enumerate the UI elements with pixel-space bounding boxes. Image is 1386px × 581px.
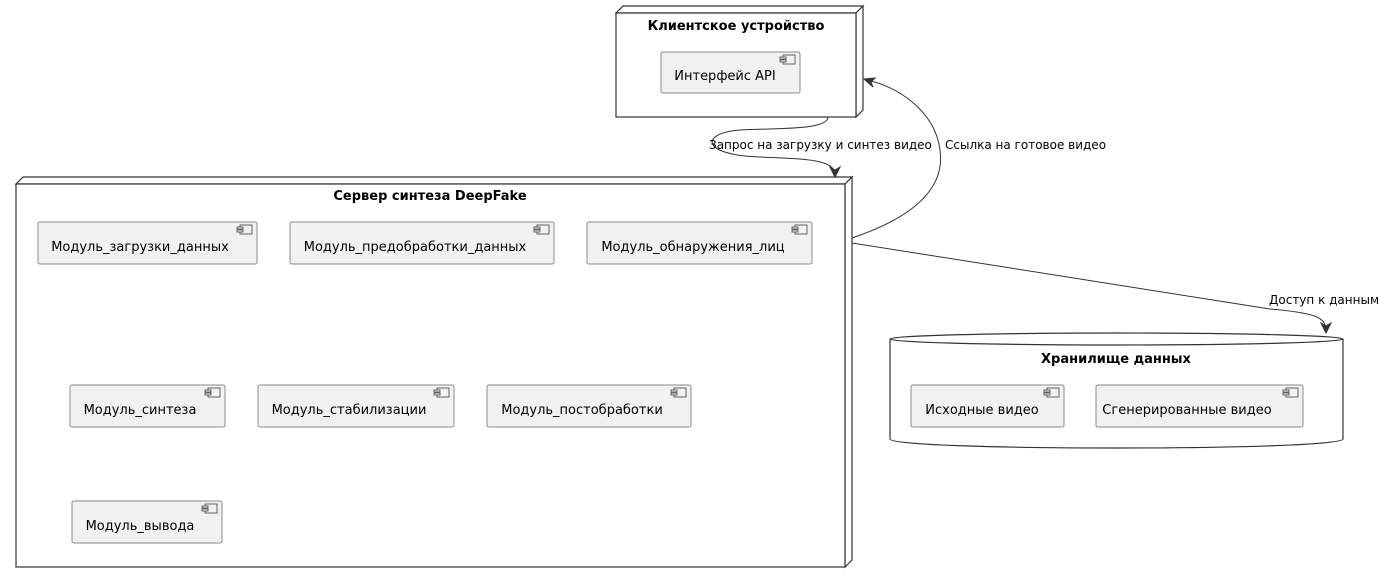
edge-request[interactable]: Запрос на загрузку и синтез видео	[709, 116, 932, 179]
storage-top	[889, 332, 1344, 346]
arrowhead	[862, 77, 877, 88]
component-label: Сгенерированные видео	[1102, 403, 1271, 418]
component-icon	[670, 387, 687, 398]
component-label: Модуль_синтеза	[84, 403, 197, 418]
component-icon	[1282, 387, 1299, 398]
data-storage: Хранилище данных Исходные видео Сгенерир…	[889, 332, 1344, 449]
arrowhead	[1319, 321, 1333, 335]
component-data-loading-module[interactable]: Модуль_загрузки_данных	[37, 221, 258, 265]
edge-label-link: Ссылка на готовое видео	[945, 138, 1106, 152]
client-node-title: Клиентское устройство	[648, 19, 825, 34]
component-label: Модуль_предобработки_данных	[304, 240, 527, 255]
arrowhead	[828, 165, 842, 179]
component-icon	[779, 54, 796, 65]
server-node: Сервер синтеза DeepFake Модуль_загрузки_…	[14, 175, 854, 569]
edge-label-data-access: Доступ к данным	[1269, 293, 1379, 307]
component-label: Исходные видео	[925, 403, 1038, 418]
server-node-side	[844, 175, 853, 569]
component-label: Модуль_загрузки_данных	[51, 240, 229, 255]
component-label: Модуль_обнаружения_лиц	[601, 240, 784, 255]
component-label: Модуль_стабилизации	[272, 403, 427, 418]
component-label: Модуль_вывода	[86, 519, 195, 534]
component-icon	[791, 224, 808, 235]
component-data-preprocessing-module[interactable]: Модуль_предобработки_данных	[289, 221, 555, 265]
server-node-title: Сервер синтеза DeepFake	[333, 189, 526, 204]
client-node-top	[614, 5, 865, 14]
component-source-videos[interactable]: Исходные видео	[910, 384, 1065, 428]
component-icon	[1043, 387, 1060, 398]
component-face-detection-module[interactable]: Модуль_обнаружения_лиц	[586, 221, 813, 265]
edge-link[interactable]: Ссылка на готовое видео	[851, 77, 1106, 239]
component-postprocessing-module[interactable]: Модуль_постобработки	[486, 384, 692, 428]
client-node-side	[855, 4, 864, 119]
component-icon	[236, 224, 253, 235]
component-icon	[201, 503, 218, 514]
edge-label-request: Запрос на загрузку и синтез видео	[709, 138, 932, 152]
client-device-node: Клиентское устройство Интерфейс API	[614, 4, 865, 119]
component-icon	[204, 387, 221, 398]
component-label: Модуль_постобработки	[501, 403, 663, 418]
component-generated-videos[interactable]: Сгенерированные видео	[1095, 384, 1304, 428]
component-stabilization-module[interactable]: Модуль_стабилизации	[257, 384, 455, 428]
component-output-module[interactable]: Модуль_вывода	[71, 500, 223, 544]
component-icon	[433, 387, 450, 398]
component-label: Интерфейс API	[674, 69, 775, 84]
component-icon	[533, 224, 550, 235]
edge-data-access[interactable]: Доступ к данным	[851, 242, 1379, 335]
component-synthesis-module[interactable]: Модуль_синтеза	[69, 384, 226, 428]
component-api-interface[interactable]: Интерфейс API	[660, 51, 801, 94]
storage-title: Хранилище данных	[1041, 352, 1192, 367]
server-node-top	[14, 176, 854, 185]
